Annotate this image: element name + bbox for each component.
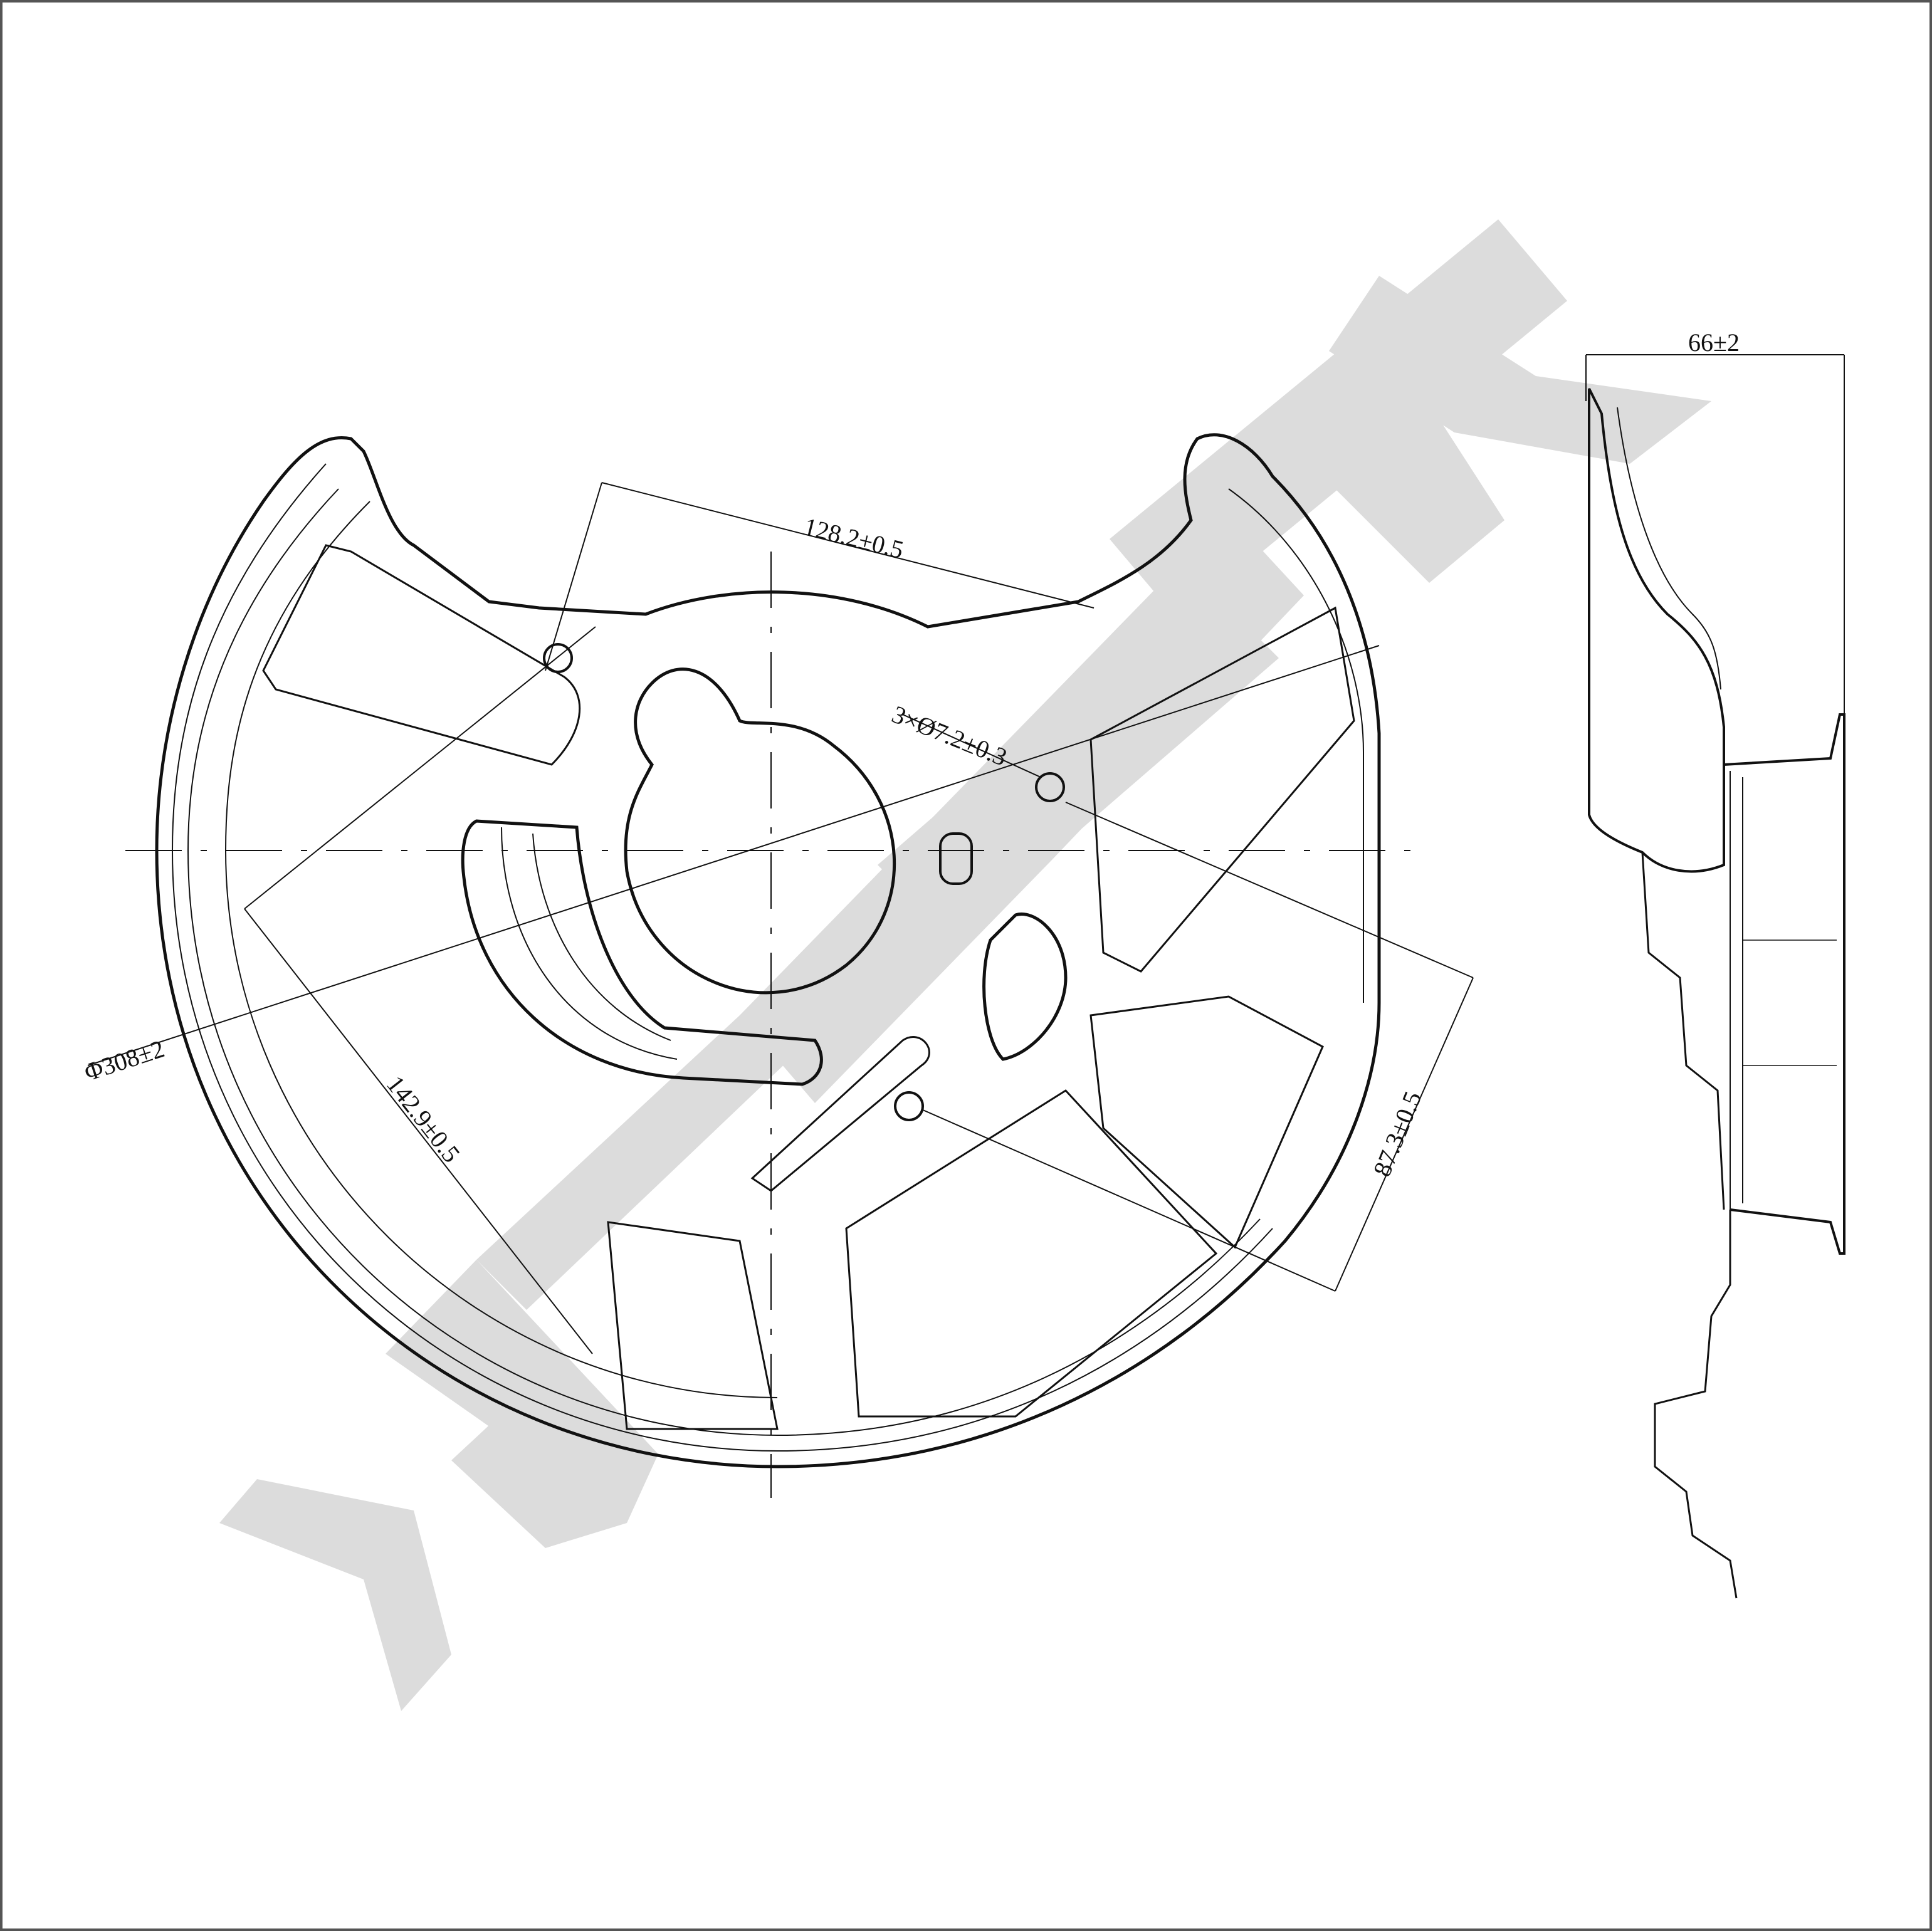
watermark-logo	[219, 219, 1711, 1711]
dim-width-side: 66±2	[1688, 328, 1740, 357]
shield-side-view	[1585, 354, 1845, 1599]
dim-outer-diameter: Φ308±2	[81, 1034, 168, 1086]
shield-front-view	[125, 433, 1417, 1498]
dim-diag-span: 142.9±0.5	[381, 1070, 466, 1168]
dim-bolt-span: 128.2±0.5	[801, 512, 906, 564]
dim-holes: 3×Ø7.2±0.3	[888, 700, 1011, 772]
dimension-lines	[87, 482, 1474, 1354]
dim-right-span: 87.3±0.5	[1368, 1087, 1427, 1180]
